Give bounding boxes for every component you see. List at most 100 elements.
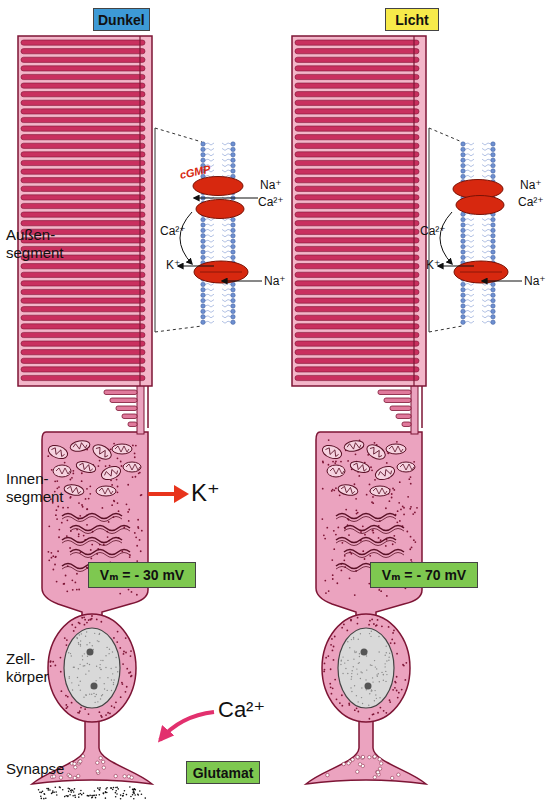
cytoplasm-dot xyxy=(56,480,58,482)
synaptic-vesicle xyxy=(342,762,345,765)
cytoplasm-dot xyxy=(117,457,119,459)
cytoplasm-dot xyxy=(333,646,335,648)
cytoplasm-dot xyxy=(411,547,413,549)
cytoplasm-dot xyxy=(64,637,66,639)
lipid-head xyxy=(461,244,465,248)
chromatin-dot xyxy=(113,679,114,680)
lipid-tail xyxy=(482,240,491,242)
chromatin-dot xyxy=(112,651,113,652)
chromatin-dot xyxy=(106,647,107,648)
lipid-tail xyxy=(205,294,214,296)
lipid-head xyxy=(491,174,495,178)
cytoplasm-dot xyxy=(122,663,124,665)
glutamate-dot xyxy=(95,797,97,799)
cytoplasm-dot xyxy=(66,707,68,709)
cytoplasm-dot xyxy=(393,630,395,632)
membrane-disc xyxy=(21,341,145,346)
mitochondrion-body xyxy=(343,439,364,452)
chromatin-dot xyxy=(371,690,372,691)
cytoplasm-dot xyxy=(350,619,352,621)
membrane-disc xyxy=(21,83,145,88)
lipid-tail xyxy=(465,251,474,253)
cytoplasm-dot xyxy=(385,545,387,547)
nucleus xyxy=(64,628,120,708)
cytoplasm-dot xyxy=(58,486,60,488)
condition-header: Dunkel xyxy=(93,8,150,31)
lipid-tail xyxy=(465,321,474,323)
chromatin-dot xyxy=(361,697,362,698)
cytoplasm-dot xyxy=(117,491,119,493)
chromatin-dot xyxy=(386,645,387,646)
lipid-tail xyxy=(205,229,214,231)
chromatin-dot xyxy=(94,696,95,697)
endoplasmic-reticulum xyxy=(344,550,404,555)
cytoplasm-dot xyxy=(413,539,415,541)
synaptic-vesicle xyxy=(361,755,364,758)
cytoplasm-dot xyxy=(70,496,72,498)
lipid-head xyxy=(231,158,235,162)
cytoplasm-dot xyxy=(117,631,119,633)
mitochondrion-crista xyxy=(389,446,403,452)
endoplasmic-reticulum xyxy=(70,526,130,531)
chromatin-dot xyxy=(87,663,88,664)
glutamate-dot xyxy=(99,794,101,796)
cytoplasm-dot xyxy=(330,668,332,670)
cytoplasm-dot xyxy=(389,699,391,701)
cytoplasm-dot xyxy=(399,520,401,522)
membrane-disc xyxy=(295,169,419,174)
cell-body xyxy=(322,614,410,722)
chromatin-dot xyxy=(372,677,373,678)
lipid-head xyxy=(201,153,205,157)
cytoplasm-dot xyxy=(72,473,74,475)
glutamate-dot xyxy=(91,797,93,799)
chromatin-dot xyxy=(372,681,373,682)
cytoplasm-dot xyxy=(141,530,143,532)
glutamate-dot xyxy=(124,790,126,792)
endoplasmic-reticulum xyxy=(336,514,396,519)
cytoplasm-dot xyxy=(331,693,333,695)
chromatin-dot xyxy=(368,705,369,706)
membrane-disc xyxy=(21,315,145,320)
chromatin-dot xyxy=(366,689,367,690)
cytoplasm-dot xyxy=(410,559,412,561)
membrane-disc xyxy=(295,315,419,320)
membrane-disc xyxy=(21,152,145,157)
mitochondrion-crista xyxy=(50,447,65,457)
lipid-tail xyxy=(205,256,214,258)
cytoplasm-dot xyxy=(332,574,334,576)
transmitter-box: Glutamat xyxy=(186,761,260,784)
chromatin-dot xyxy=(115,657,116,658)
glutamate-dot xyxy=(133,791,135,793)
cytoplasm-dot xyxy=(328,464,330,466)
lipid-head xyxy=(201,158,205,162)
mitochondrion-crista xyxy=(73,442,88,450)
membrane-disc xyxy=(21,324,145,329)
mitochondrion-body xyxy=(96,486,116,496)
cytoplasm-dot xyxy=(125,652,127,654)
cytoplasm-dot xyxy=(116,479,118,481)
membrane-disc xyxy=(295,117,419,122)
membrane-disc xyxy=(21,350,145,355)
lipid-tail xyxy=(465,310,474,312)
cytoplasm-dot xyxy=(379,707,381,709)
synaptic-vesicle xyxy=(373,755,376,758)
cytoplasm-dot xyxy=(117,486,119,488)
synaptic-vesicle xyxy=(68,774,71,777)
glutamate-dot xyxy=(41,798,43,800)
synaptic-vesicle xyxy=(373,776,376,779)
mitochondrion xyxy=(63,483,84,496)
lipid-tail xyxy=(222,154,231,156)
membrane-disc xyxy=(295,221,419,226)
membrane-disc xyxy=(295,324,419,329)
calyceal-process xyxy=(396,414,411,419)
cytoplasm-dot xyxy=(398,502,400,504)
cytoplasm-dot xyxy=(364,534,366,536)
lipid-tail xyxy=(222,170,231,172)
mitochondrion xyxy=(53,465,71,477)
lipid-tail xyxy=(465,175,474,177)
cytoplasm-dot xyxy=(97,465,99,467)
membrane-disc xyxy=(21,126,145,131)
lipid-head xyxy=(461,282,465,286)
chromatin-dot xyxy=(369,633,370,634)
cytoplasm-dot xyxy=(129,556,131,558)
